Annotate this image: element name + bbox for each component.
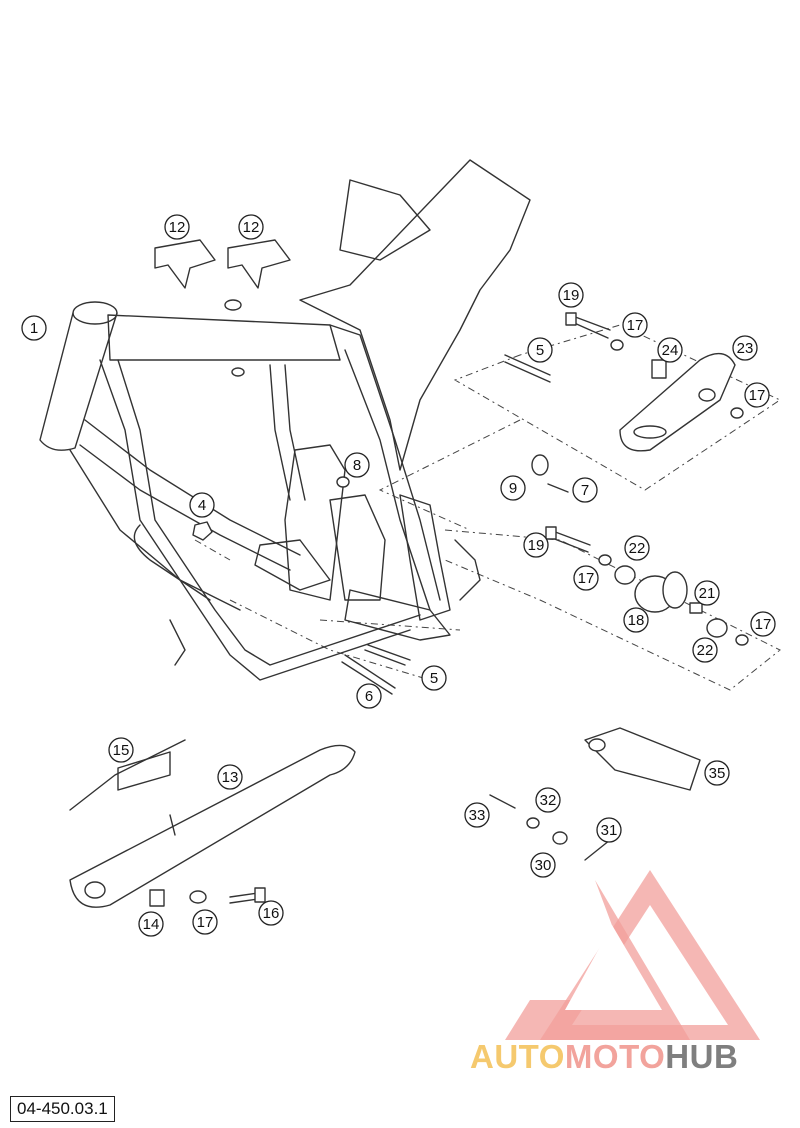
brand-part-hub: HUB bbox=[665, 1038, 739, 1075]
part-5-6-bolts bbox=[341, 354, 551, 695]
callout-17-e: 17 bbox=[192, 909, 218, 935]
part-23-pedal bbox=[619, 352, 736, 452]
watermark-brand-text: AUTOMOTOHUB bbox=[470, 1038, 795, 1082]
callout-17-d: 17 bbox=[750, 611, 776, 637]
callout-19-upper: 19 bbox=[558, 282, 584, 308]
svg-text:6: 6 bbox=[365, 688, 373, 705]
svg-text:16: 16 bbox=[263, 905, 280, 922]
small-hardware bbox=[149, 339, 749, 907]
callout-13: 13 bbox=[217, 764, 243, 790]
svg-text:17: 17 bbox=[755, 616, 772, 633]
svg-text:9: 9 bbox=[509, 480, 517, 497]
svg-text:24: 24 bbox=[662, 342, 679, 359]
callout-5-upper: 5 bbox=[527, 337, 553, 363]
svg-text:17: 17 bbox=[749, 387, 766, 404]
svg-text:8: 8 bbox=[353, 457, 361, 474]
callout-4: 4 bbox=[189, 492, 215, 518]
watermark-logo-icon bbox=[505, 870, 760, 1040]
svg-text:22: 22 bbox=[697, 642, 714, 659]
svg-text:5: 5 bbox=[430, 670, 438, 687]
part-35-footpeg bbox=[584, 727, 701, 791]
callout-31: 31 bbox=[596, 817, 622, 843]
svg-text:15: 15 bbox=[113, 742, 130, 759]
svg-text:5: 5 bbox=[536, 342, 544, 359]
callout-14: 14 bbox=[138, 911, 164, 937]
part-13-sidestand bbox=[69, 744, 356, 908]
svg-text:4: 4 bbox=[198, 497, 206, 514]
svg-text:30: 30 bbox=[535, 857, 552, 874]
callout-16: 16 bbox=[258, 900, 284, 926]
callout-30: 30 bbox=[530, 852, 556, 878]
svg-text:19: 19 bbox=[528, 537, 545, 554]
svg-text:35: 35 bbox=[709, 765, 726, 782]
callout-12-left: 12 bbox=[164, 214, 190, 240]
frame-main bbox=[39, 159, 531, 681]
svg-text:19: 19 bbox=[563, 287, 580, 304]
callout-33: 33 bbox=[464, 802, 490, 828]
callout-5-lower: 5 bbox=[421, 665, 447, 691]
part-19-bolts bbox=[545, 312, 611, 553]
svg-text:18: 18 bbox=[628, 612, 645, 629]
diagram-code-label: 04-450.03.1 bbox=[10, 1096, 115, 1122]
svg-text:17: 17 bbox=[627, 317, 644, 334]
svg-text:17: 17 bbox=[197, 914, 214, 931]
callout-22-lower: 22 bbox=[692, 637, 718, 663]
callout-24: 24 bbox=[657, 337, 683, 363]
callout-1: 1 bbox=[21, 315, 47, 341]
svg-text:1: 1 bbox=[30, 320, 38, 337]
callout-21: 21 bbox=[694, 580, 720, 606]
part-15-spring bbox=[69, 739, 186, 811]
callout-12-right: 12 bbox=[238, 214, 264, 240]
svg-text:31: 31 bbox=[601, 822, 618, 839]
brand-part-auto: AUTO bbox=[470, 1038, 565, 1075]
callout-18: 18 bbox=[623, 607, 649, 633]
callout-17-b: 17 bbox=[744, 382, 770, 408]
svg-text:14: 14 bbox=[143, 916, 160, 933]
callout-35: 35 bbox=[704, 760, 730, 786]
callout-9: 9 bbox=[500, 475, 526, 501]
callout-17-a: 17 bbox=[622, 312, 648, 338]
svg-text:17: 17 bbox=[578, 570, 595, 587]
svg-text:7: 7 bbox=[581, 482, 589, 499]
svg-text:12: 12 bbox=[169, 219, 186, 236]
brand-part-moto: MOTO bbox=[564, 1038, 666, 1075]
svg-text:23: 23 bbox=[737, 340, 754, 357]
callout-15: 15 bbox=[108, 737, 134, 763]
callout-6: 6 bbox=[356, 683, 382, 709]
callout-22-upper: 22 bbox=[624, 535, 650, 561]
part-12-cover bbox=[154, 239, 291, 289]
callout-19-lower: 19 bbox=[523, 532, 549, 558]
svg-text:32: 32 bbox=[540, 792, 557, 809]
callout-8: 8 bbox=[344, 452, 370, 478]
callout-7: 7 bbox=[572, 477, 598, 503]
callout-23: 23 bbox=[732, 335, 758, 361]
svg-text:33: 33 bbox=[469, 807, 486, 824]
part-18-roller bbox=[614, 565, 728, 638]
svg-text:22: 22 bbox=[629, 540, 646, 557]
callout-32: 32 bbox=[535, 787, 561, 813]
svg-text:13: 13 bbox=[222, 769, 239, 786]
callout-17-c: 17 bbox=[573, 565, 599, 591]
svg-text:21: 21 bbox=[699, 585, 716, 602]
svg-text:12: 12 bbox=[243, 219, 260, 236]
